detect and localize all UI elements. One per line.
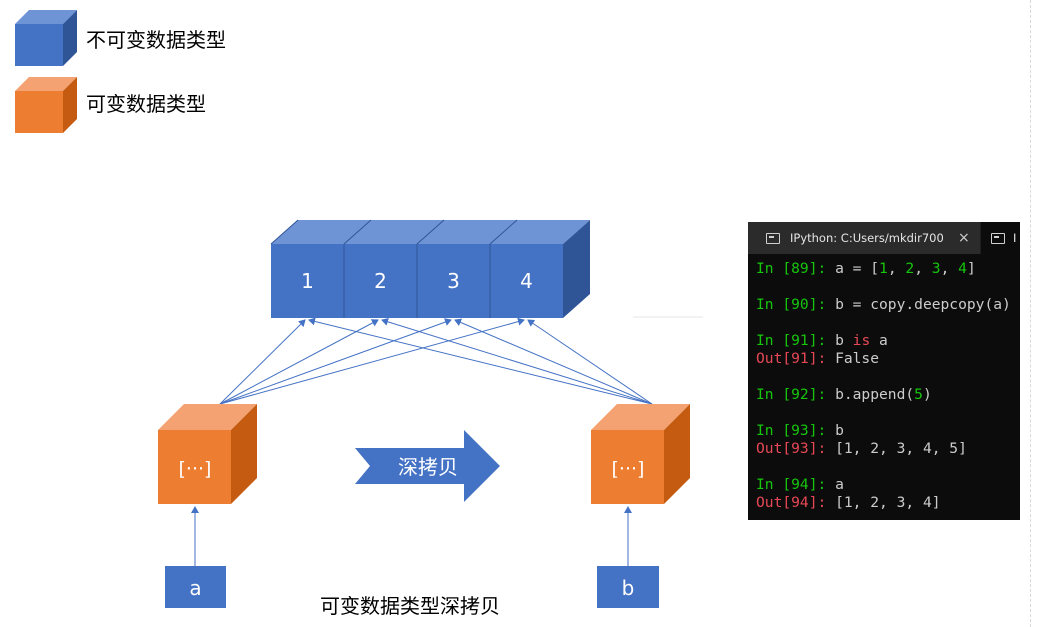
terminal-blank-line — [756, 368, 1020, 386]
var-label-b: b — [622, 576, 635, 600]
code-text: a — [870, 332, 888, 349]
diagram-caption: 可变数据类型深拷贝 — [320, 594, 500, 618]
code-number: 1 — [879, 260, 888, 277]
references-from-b — [308, 317, 653, 405]
element-label-2: 2 — [374, 269, 387, 293]
input-prompt: In [92]: — [756, 386, 836, 403]
terminal-output-line: Out[94]: [1, 2, 3, 4] — [756, 494, 1020, 512]
code-keyword: is — [852, 332, 871, 349]
output-prompt: Out[93]: — [756, 440, 836, 457]
terminal-tabbar: IPython: C:Users/mkdir700 × I — [748, 222, 1020, 254]
list-label-b: [···] — [612, 458, 645, 480]
terminal-input-line: In [94]: a — [756, 476, 1020, 494]
terminal-tab-title: IPython: C:Users/mkdir700 — [790, 231, 944, 245]
list-label-a: [···] — [179, 458, 212, 480]
terminal-output[interactable]: In [89]: a = [1, 2, 3, 4] In [90]: b = co… — [748, 254, 1020, 512]
code-text: b — [835, 422, 844, 439]
code-text: [1, 2, 3, 4, 5] — [835, 440, 967, 457]
element-label-3: 3 — [447, 269, 460, 293]
code-text: , — [887, 260, 906, 277]
terminal-output-line: Out[91]: False — [756, 350, 1020, 368]
terminal-tab-second[interactable]: I — [981, 222, 1020, 254]
input-prompt: In [93]: — [756, 422, 836, 439]
element-cube-3: 3 — [416, 219, 490, 318]
terminal-tab2-title: I — [1013, 231, 1017, 245]
terminal-tab-active[interactable]: IPython: C:Users/mkdir700 × — [748, 222, 980, 254]
code-number: 5 — [914, 386, 923, 403]
code-text: , — [914, 260, 932, 277]
element-cube-2: 2 — [343, 219, 417, 318]
terminal-icon — [991, 232, 1005, 244]
var-label-a: a — [189, 576, 201, 600]
code-text: a = [ — [835, 260, 880, 277]
terminal-icon — [766, 232, 780, 244]
element-cube-1: 1 — [270, 219, 344, 318]
terminal-blank-line — [756, 404, 1020, 422]
code-number: 4 — [958, 260, 967, 277]
terminal-input-line: In [93]: b — [756, 422, 1020, 440]
var-box-a: a — [165, 566, 226, 608]
code-text: b = copy.deepcopy(a) — [835, 296, 1011, 313]
input-prompt: In [91]: — [756, 332, 836, 349]
input-prompt: In [89]: — [756, 260, 836, 277]
input-prompt: In [94]: — [756, 476, 836, 493]
legend-mutable: 可变数据类型 — [15, 77, 206, 133]
terminal-input-line: In [92]: b.append(5) — [756, 386, 1020, 404]
code-text: b.append( — [835, 386, 915, 403]
terminal-input-line: In [91]: b is a — [756, 332, 1020, 350]
code-text: , — [940, 260, 959, 277]
code-text: ] — [966, 260, 976, 277]
terminal-input-line: In [89]: a = [1, 2, 3, 4] — [756, 260, 1020, 278]
input-prompt: In [90]: — [756, 296, 836, 313]
code-text: [1, 2, 3, 4] — [835, 494, 941, 511]
var-box-b: b — [597, 566, 659, 608]
output-prompt: Out[91]: — [756, 350, 836, 367]
ipython-terminal: IPython: C:Users/mkdir700 × I In [89]: a… — [748, 222, 1020, 520]
list-cube-b: [···] — [591, 404, 690, 504]
legend-mutable-label: 可变数据类型 — [86, 92, 206, 116]
code-text: b — [835, 332, 853, 349]
code-number: 2 — [905, 260, 915, 277]
element-label-1: 1 — [301, 269, 314, 293]
element-label-4: 4 — [520, 269, 533, 293]
terminal-blank-line — [756, 458, 1020, 476]
legend-immutable: 不可变数据类型 — [15, 10, 226, 66]
element-row: 1 2 3 4 — [270, 219, 590, 318]
code-text: a — [835, 476, 844, 493]
code-text: False — [835, 350, 880, 367]
references-from-a — [219, 317, 525, 405]
terminal-blank-line — [756, 314, 1020, 332]
code-text: ) — [922, 386, 932, 403]
output-prompt: Out[94]: — [756, 494, 836, 511]
page-edge-divider — [1030, 0, 1031, 627]
element-cube-4: 4 — [489, 219, 563, 318]
list-cube-a: [···] — [158, 404, 257, 504]
deepcopy-arrow-label: 深拷贝 — [398, 455, 458, 479]
close-icon[interactable]: × — [958, 230, 970, 246]
deepcopy-arrow: 深拷贝 — [355, 430, 500, 502]
code-number: 3 — [931, 260, 941, 277]
terminal-output-line: Out[93]: [1, 2, 3, 4, 5] — [756, 440, 1020, 458]
legend-immutable-label: 不可变数据类型 — [86, 28, 226, 52]
terminal-blank-line — [756, 278, 1020, 296]
terminal-input-line: In [90]: b = copy.deepcopy(a) — [756, 296, 1020, 314]
